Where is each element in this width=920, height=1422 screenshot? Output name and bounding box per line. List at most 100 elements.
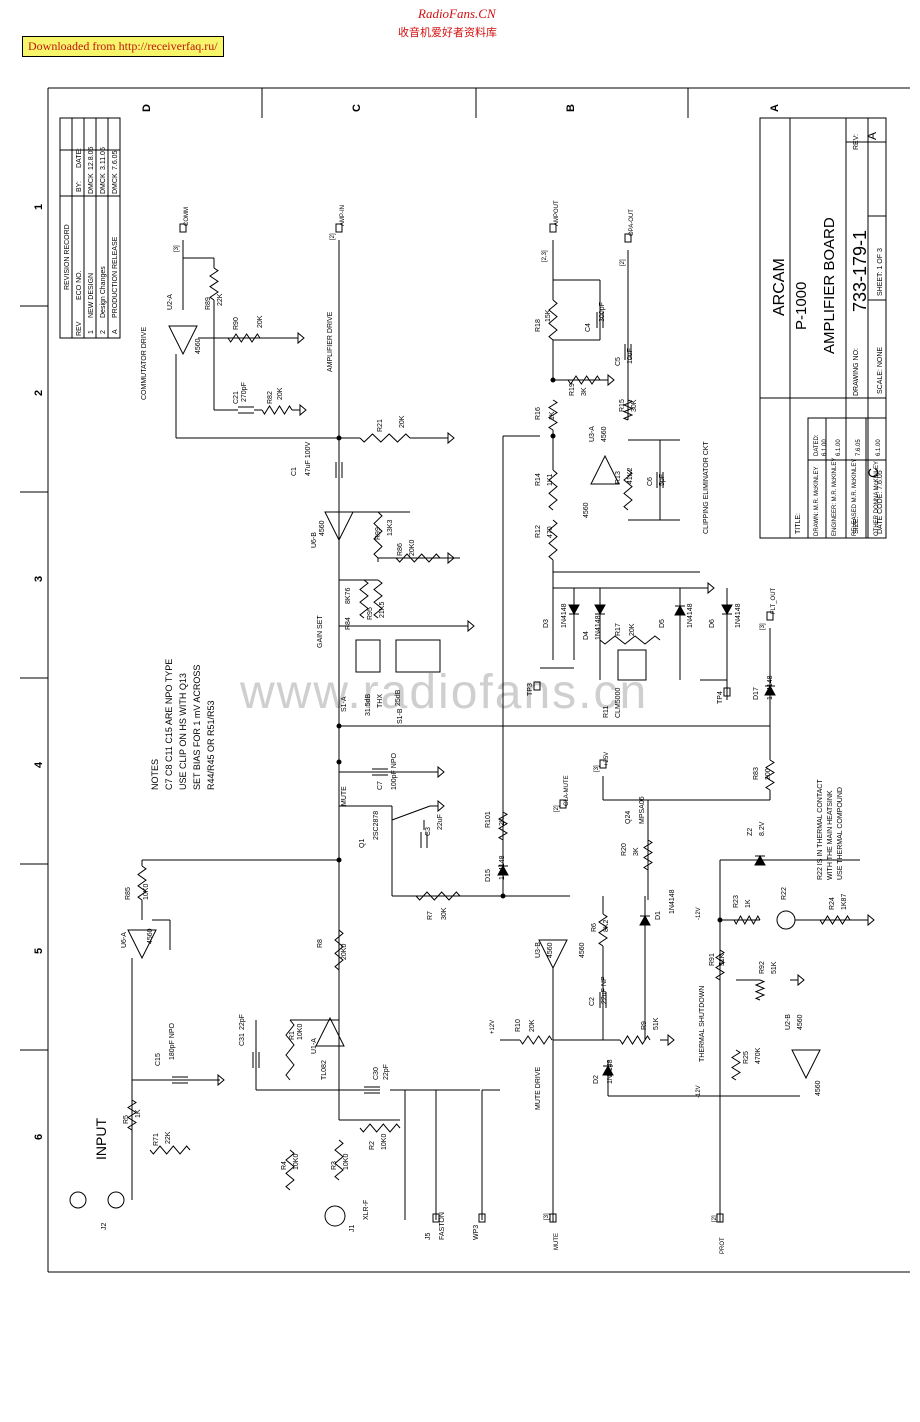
part-value: 20K [257, 315, 264, 328]
resistor-symbol [622, 399, 634, 421]
border-col-label: A [769, 104, 781, 112]
net-label: AMP-IN [340, 205, 346, 226]
connector-symbol [432, 1213, 440, 1223]
rev-value: A [865, 132, 879, 140]
rev-label: REV: [853, 134, 860, 150]
engineer: ENGINEER: M.R. McKINLEY [832, 458, 838, 536]
part-value: 100pF NPO [391, 752, 398, 790]
connector-symbol [179, 223, 187, 233]
part-value: 10K0 [343, 1154, 350, 1170]
part-ref: Q24 [625, 811, 632, 824]
part-value: 4560 [547, 942, 554, 958]
note-label: R22 IS IN THERMAL CONTACT [817, 779, 824, 880]
ground-symbol [430, 765, 445, 779]
net-label: OPA-OUT [629, 209, 635, 236]
resistor-symbol [359, 433, 411, 443]
part-ref: J1 [349, 1225, 356, 1233]
opamp-symbol [315, 1016, 345, 1047]
connector-symbol [559, 799, 567, 809]
part-ref: C21 [233, 391, 240, 404]
part-ref: R20 [621, 843, 628, 856]
board-name: AMPLIFIER BOARD [821, 217, 838, 354]
dated-value: 6.1.00 [822, 439, 828, 456]
net-ref: [2] [620, 259, 626, 266]
part-ref: TP3 [527, 683, 534, 696]
drawn-by: DRAWN: M.R. McKINLEY [814, 467, 820, 536]
rev-header: REV [76, 321, 83, 336]
part-ref: R71 [153, 1133, 160, 1146]
part-value: 22pF [383, 1064, 390, 1080]
date-code: DATE CODE: 7.6.05 [877, 470, 884, 534]
opamp-symbol [168, 325, 198, 356]
part-value: 4560 [195, 338, 202, 354]
resistor-symbol [598, 913, 608, 947]
resistor-symbol [548, 299, 558, 341]
resistor-symbol [359, 1123, 401, 1133]
resistor-symbol [285, 1019, 295, 1081]
connector-symbol [478, 1213, 486, 1223]
part-value: 22K [217, 293, 224, 306]
part-value: 22K [165, 1131, 172, 1144]
part-value: 41K2 [627, 468, 634, 484]
part-ref: R91 [709, 953, 716, 966]
part-value: 470 [547, 526, 554, 538]
part-ref: D17 [753, 687, 760, 700]
dated-value: 6.1.00 [876, 439, 882, 456]
border-row-label: 6 [33, 1134, 45, 1140]
part-value: 180pF NPO [169, 1022, 176, 1060]
rev-cell: Design Changes [100, 266, 107, 318]
part-ref: C31 [239, 1033, 246, 1046]
part-ref: R24 [829, 897, 836, 910]
diode-symbol [764, 684, 776, 696]
net-label: +25V [604, 752, 610, 766]
resistor-symbol [415, 891, 461, 901]
part-ref: R18 [535, 319, 542, 332]
part-value: 4560 [147, 928, 154, 944]
net-label: +12V [490, 1020, 496, 1034]
connector-symbol [549, 1213, 557, 1223]
part-ref: R5 [123, 1115, 130, 1124]
part-ref: U2-A [167, 294, 174, 310]
part-ref: WP3 [473, 1225, 480, 1240]
net-ref: [3] [594, 765, 600, 772]
rev-cell: 12.8.05 [88, 147, 95, 170]
opamp-symbol [324, 511, 354, 542]
part-ref: R14 [535, 473, 542, 486]
net-ref: [2] [712, 1215, 718, 1222]
rev-cell: A [112, 329, 119, 334]
part-value: 8K2 [603, 919, 610, 932]
released-by: RELEASED M.R. McKINLEY [852, 459, 858, 536]
part-value: 10K0 [381, 1134, 388, 1150]
size-label: SIZE: [853, 516, 860, 534]
part-ref: Q1 [359, 839, 366, 848]
notes-line: C7 C8 C11 C15 ARE NPO TYPE [164, 659, 174, 790]
net-label: MUTE [554, 1233, 560, 1250]
part-ref: R8 [317, 939, 324, 948]
part-ref: R84 [345, 617, 352, 630]
resistor-symbol [619, 1035, 651, 1045]
border-row-label: 5 [33, 948, 45, 954]
resistor-symbol [643, 839, 653, 871]
section-label: GAIN SET [317, 615, 324, 648]
resistor-symbol [359, 579, 369, 619]
product-name: P-1000 [793, 282, 810, 330]
part-ref: U2-B [785, 1014, 792, 1030]
part-value: 1K87 [841, 894, 848, 910]
site-watermark: RadioFans.CN [418, 6, 496, 21]
border-row-label: 3 [33, 576, 45, 582]
net-label: PROT [720, 1237, 726, 1254]
part-ref: S1-B [397, 708, 404, 724]
ground-symbol [440, 431, 455, 445]
ground-symbol [210, 1073, 225, 1087]
part-ref: D6 [709, 619, 716, 628]
part-ref: C6 [647, 477, 654, 486]
download-banner[interactable]: Downloaded from http://receiverfaq.ru/ [22, 36, 224, 57]
resistor-symbol [765, 759, 775, 791]
border-col-label: C [351, 104, 363, 112]
opamp-symbol [590, 454, 620, 485]
part-value: 10K0 [297, 1024, 304, 1040]
site-watermark-cn: 收音机爱好者资料库 [398, 27, 497, 39]
border-col-label: D [141, 104, 153, 112]
part-value: 20K0 [409, 540, 416, 556]
part-value: 8K76 [345, 588, 352, 604]
